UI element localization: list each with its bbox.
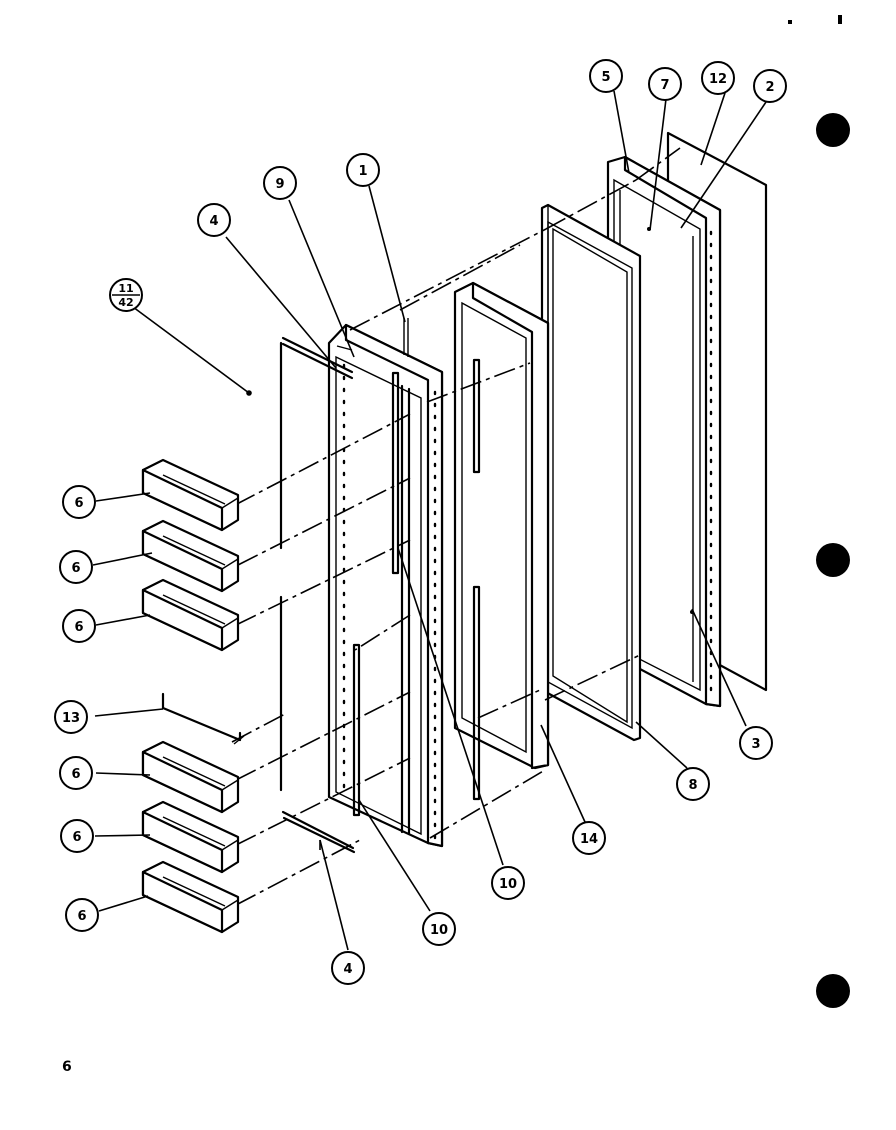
callout-8-label: 8: [688, 778, 697, 793]
callout-6-f: 6: [65, 898, 99, 932]
binder-hole-bottom: [816, 974, 850, 1008]
door-bin-4: [141, 740, 240, 814]
binder-hole-top: [816, 113, 850, 147]
part-door-inner-panel: [327, 318, 444, 848]
binder-holes: [788, 15, 850, 1008]
callout-3: 3: [739, 726, 773, 760]
callout-4-bottom-label: 4: [343, 962, 352, 977]
callout-7: 7: [648, 67, 682, 101]
callout-2: 2: [753, 69, 787, 103]
callout-42-label: 42: [118, 296, 133, 309]
callout-1-label: 1: [358, 164, 367, 179]
callout-1: 1: [346, 153, 380, 187]
callout-13-label: 13: [62, 711, 80, 726]
callout-6-f-label: 6: [77, 909, 86, 924]
callout-6-e-label: 6: [72, 830, 81, 845]
callout-5-label: 5: [601, 70, 610, 85]
callout-6-a: 6: [62, 485, 96, 519]
part-door-gasket: [540, 203, 642, 742]
callout-13: 13: [54, 700, 88, 734]
callout-6-c-label: 6: [74, 620, 83, 635]
callout-4-bottom: 4: [331, 951, 365, 985]
part-retainer-bar: [161, 692, 245, 745]
door-bin-2: [141, 519, 240, 593]
callout-14-label: 14: [580, 832, 598, 847]
part-shelf-retainers: [279, 336, 356, 854]
callout-9-label: 9: [275, 177, 284, 192]
leader-lines: [92, 90, 767, 951]
callout-6-e: 6: [60, 819, 94, 853]
callout-6-b: 6: [59, 550, 93, 584]
alignment-lines: [231, 147, 681, 906]
callout-8: 8: [676, 767, 710, 801]
callout-6-d-label: 6: [71, 767, 80, 782]
callout-12-label: 12: [709, 72, 727, 87]
callout-10-b-label: 10: [430, 923, 448, 938]
callout-4-top-label: 4: [209, 214, 218, 229]
callout-12: 12: [701, 61, 735, 95]
callout-5: 5: [589, 59, 623, 93]
callout-7-label: 7: [660, 78, 669, 93]
callout-9: 9: [263, 166, 297, 200]
callout-11-42: 11 42: [109, 278, 143, 312]
page-number: 6: [62, 1059, 72, 1075]
callout-4-top: 4: [197, 203, 231, 237]
door-bin-3: [141, 578, 240, 652]
callout-10-a-label: 10: [499, 877, 517, 892]
callout-3-label: 3: [751, 737, 760, 752]
door-bin-5: [141, 800, 240, 874]
callout-6-a-label: 6: [74, 496, 83, 511]
callout-6-b-label: 6: [71, 561, 80, 576]
door-bin-1: [141, 458, 240, 532]
corner-dot: [788, 20, 792, 24]
callout-2-label: 2: [765, 80, 774, 95]
part-door-liner: [453, 281, 550, 801]
callout-6-c: 6: [62, 609, 96, 643]
callout-14: 14: [572, 821, 606, 855]
corner-mark: [838, 15, 842, 24]
binder-hole-middle: [816, 543, 850, 577]
callout-10-b: 10: [422, 912, 456, 946]
callout-10-a: 10: [491, 866, 525, 900]
part-door-bins: [141, 458, 240, 934]
door-bin-6: [141, 860, 240, 934]
callout-6-d: 6: [59, 756, 93, 790]
callout-11-label: 11: [118, 282, 133, 295]
